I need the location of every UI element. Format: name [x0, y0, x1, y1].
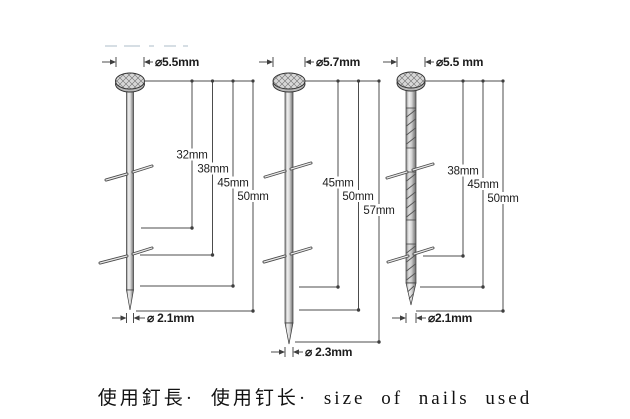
- nail-tip: [284, 322, 294, 345]
- nail-tip: [405, 282, 417, 306]
- length-label: 50mm: [237, 191, 268, 203]
- shank-diameter-label: ⌀ 2.3mm: [305, 345, 352, 359]
- length-labels: 45mm 50mm 57mm: [322, 176, 395, 217]
- shank-diameter-label: ⌀2.1mm: [428, 311, 472, 325]
- dimension-dots: [461, 79, 505, 313]
- head-diameter-label: ⌀5.7mm: [316, 55, 360, 69]
- nail-size-diagram: ⌀5.5mm ⌀ 2.1mm 32mm 38mm 45mm 50mm: [98, 45, 519, 359]
- head-diameter-dimension: ⌀5.5mm: [102, 55, 199, 69]
- head-diameter-dimension: ⌀5.7mm: [259, 55, 360, 69]
- length-label: 45mm: [467, 179, 498, 191]
- length-dimension-lines: [136, 80, 254, 312]
- screw-flutes: [406, 107, 416, 284]
- length-labels: 38mm 45mm 50mm: [447, 164, 519, 205]
- nail-shank: [284, 87, 294, 324]
- length-label: 32mm: [176, 150, 207, 162]
- figure-caption: 使用釘長· 使用钉长· size of nails used: [97, 388, 533, 409]
- length-labels: 32mm 38mm 45mm 50mm: [176, 148, 269, 203]
- head-diameter-label: ⌀5.5 mm: [436, 55, 483, 69]
- length-label: 45mm: [322, 178, 353, 190]
- shank-diameter-dimension: ⌀ 2.1mm: [112, 311, 194, 325]
- shank-diameter-dimension: ⌀2.1mm: [392, 311, 472, 325]
- dimension-dots: [336, 79, 381, 344]
- nail-screw-shank: ⌀5.5 mm ⌀2.1mm 38mm 45mm 50mm: [383, 55, 519, 325]
- nail-tip: [126, 289, 134, 311]
- shank-diameter-label: ⌀ 2.1mm: [147, 311, 194, 325]
- nail-long-smooth-shank: ⌀5.7mm ⌀ 2.3mm 45mm 50mm 57mm: [259, 55, 395, 359]
- nail-head: [272, 72, 306, 93]
- head-diameter-dimension: ⌀5.5 mm: [383, 55, 483, 69]
- length-label: 45mm: [217, 178, 248, 190]
- collation-wires: [262, 161, 313, 264]
- nail-shank: [126, 87, 134, 291]
- collation-wires: [98, 164, 154, 265]
- nail-smooth-shank: ⌀5.5mm ⌀ 2.1mm 32mm 38mm 45mm 50mm: [98, 55, 269, 325]
- shank-diameter-dimension: ⌀ 2.3mm: [271, 345, 352, 359]
- length-label: 57mm: [363, 205, 394, 217]
- length-label: 38mm: [447, 166, 478, 178]
- nail-head: [115, 72, 145, 93]
- length-label: 38mm: [197, 164, 228, 176]
- head-diameter-label: ⌀5.5mm: [155, 55, 199, 69]
- length-label: 50mm: [487, 193, 518, 205]
- length-label: 50mm: [342, 191, 373, 203]
- collation-wires: [385, 162, 435, 264]
- dimension-dots: [190, 79, 255, 313]
- nail-head: [396, 71, 426, 92]
